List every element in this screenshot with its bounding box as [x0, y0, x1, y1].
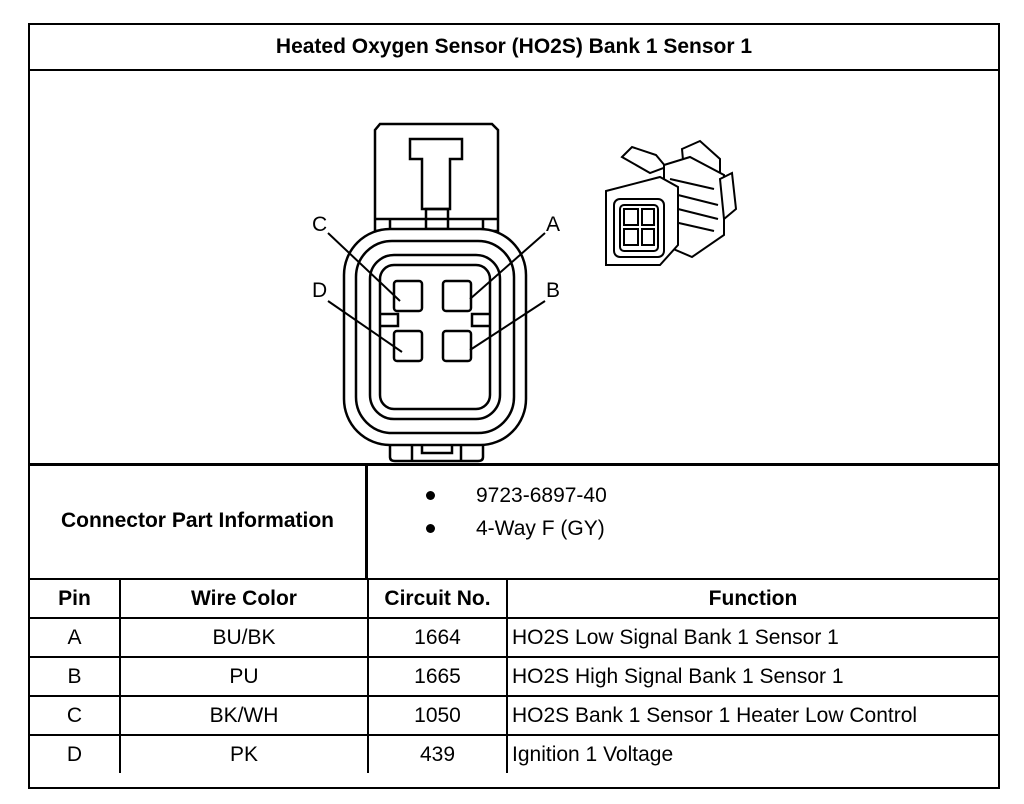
part-info-item: 4-Way F (GY): [426, 512, 607, 545]
pin-leader-lines: [327, 232, 546, 353]
header-function: Function: [506, 580, 998, 619]
function-cell: HO2S Bank 1 Sensor 1 Heater Low Control: [506, 695, 998, 736]
bullet-icon: [426, 491, 435, 500]
diagram-title: Heated Oxygen Sensor (HO2S) Bank 1 Senso…: [30, 25, 998, 71]
pin-cell: D: [30, 734, 121, 773]
pin-letter-b: B: [546, 279, 560, 302]
wire-color-cell: BU/BK: [119, 617, 369, 658]
header-pin: Pin: [30, 580, 121, 619]
header-circuit-no: Circuit No.: [367, 580, 508, 619]
pin-letter-c: C: [312, 213, 327, 236]
connector-isometric-icon: [605, 139, 738, 266]
pin-cell: C: [30, 695, 121, 736]
circuit-cell: 1665: [367, 656, 508, 697]
function-cell: HO2S Low Signal Bank 1 Sensor 1: [506, 617, 998, 658]
pin-letter-a: A: [546, 213, 560, 236]
circuit-cell: 439: [367, 734, 508, 773]
wire-color-cell: BK/WH: [119, 695, 369, 736]
circuit-cell: 1050: [367, 695, 508, 736]
part-number: 9723-6897-40: [476, 484, 607, 507]
connector-drawing: C A D B: [30, 69, 998, 466]
table-row: D PK 439 Ignition 1 Voltage: [30, 734, 998, 773]
table-header-row: Pin Wire Color Circuit No. Function: [30, 580, 998, 619]
connector-sheet: Heated Oxygen Sensor (HO2S) Bank 1 Senso…: [28, 23, 1000, 789]
bullet-icon: [426, 524, 435, 533]
function-cell: HO2S High Signal Bank 1 Sensor 1: [506, 656, 998, 697]
connector-face-view: [342, 122, 528, 463]
pin-cell: A: [30, 617, 121, 658]
wire-color-cell: PU: [119, 656, 369, 697]
wire-color-cell: PK: [119, 734, 369, 773]
function-cell: Ignition 1 Voltage: [506, 734, 998, 773]
table-row: C BK/WH 1050 HO2S Bank 1 Sensor 1 Heater…: [30, 695, 998, 736]
pinout-table: Pin Wire Color Circuit No. Function A BU…: [30, 580, 998, 773]
connector-part-information: 9723-6897-40 4-Way F (GY): [368, 464, 998, 580]
connector-type: 4-Way F (GY): [476, 517, 605, 540]
header-wire-color: Wire Color: [119, 580, 369, 619]
part-info-item: 9723-6897-40: [426, 479, 607, 512]
pin-letter-d: D: [312, 279, 327, 302]
table-row: B PU 1665 HO2S High Signal Bank 1 Sensor…: [30, 656, 998, 697]
circuit-cell: 1664: [367, 617, 508, 658]
pin-cell: B: [30, 656, 121, 697]
connector-face-svg: C A D B: [312, 122, 738, 463]
table-row: A BU/BK 1664 HO2S Low Signal Bank 1 Sens…: [30, 617, 998, 658]
connector-part-information-label: Connector Part Information: [30, 464, 368, 580]
